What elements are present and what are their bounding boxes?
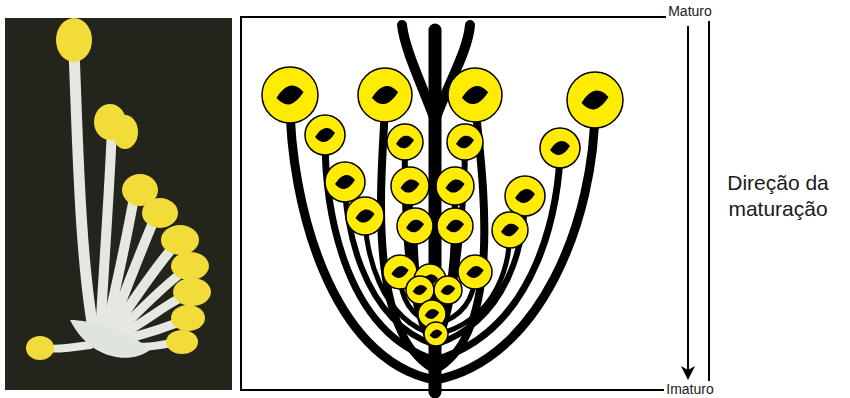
anther-slit bbox=[316, 129, 334, 141]
anther bbox=[391, 167, 429, 205]
anther-slit bbox=[336, 176, 354, 188]
stamen-schematic bbox=[241, 17, 709, 392]
anther-slit bbox=[502, 224, 518, 235]
anther bbox=[447, 124, 483, 160]
anther-slit bbox=[447, 220, 463, 231]
anther-slit bbox=[407, 220, 423, 231]
anther bbox=[434, 276, 462, 304]
maturation-arrow bbox=[681, 26, 695, 380]
anther bbox=[505, 176, 545, 216]
anther bbox=[567, 72, 623, 128]
anther bbox=[262, 67, 318, 123]
anther bbox=[448, 68, 502, 122]
anther bbox=[437, 208, 473, 244]
anther bbox=[436, 167, 474, 205]
anther-slit bbox=[414, 286, 427, 295]
anther bbox=[358, 68, 412, 122]
anther bbox=[458, 255, 492, 289]
anther-slit bbox=[431, 330, 442, 337]
anther-slit bbox=[401, 180, 418, 192]
anther-slit bbox=[457, 136, 473, 147]
anther bbox=[540, 128, 580, 168]
anther-slit bbox=[356, 210, 373, 222]
anther bbox=[424, 322, 448, 346]
anther-slit bbox=[392, 267, 407, 277]
stamen-photo bbox=[5, 18, 232, 390]
anther bbox=[325, 162, 365, 202]
anther-slit bbox=[277, 86, 302, 103]
anther-slit bbox=[582, 91, 607, 108]
axis-label: Imaturo bbox=[664, 381, 715, 398]
anther-slit bbox=[467, 267, 482, 277]
anther-slit bbox=[442, 286, 455, 295]
anther bbox=[387, 124, 423, 160]
anther-slit bbox=[397, 136, 413, 147]
anther-slit bbox=[463, 87, 487, 104]
anther bbox=[305, 115, 345, 155]
anther-slit bbox=[446, 180, 463, 192]
anther-slit bbox=[426, 310, 439, 319]
anther-slit bbox=[516, 190, 534, 202]
axis-label: Direção da maturação bbox=[710, 170, 846, 223]
anther bbox=[346, 197, 384, 235]
anther-slit bbox=[373, 87, 397, 104]
anther-slit bbox=[551, 142, 569, 154]
anther bbox=[492, 212, 528, 248]
axis-label: Maturo bbox=[666, 3, 714, 21]
anther bbox=[397, 208, 433, 244]
